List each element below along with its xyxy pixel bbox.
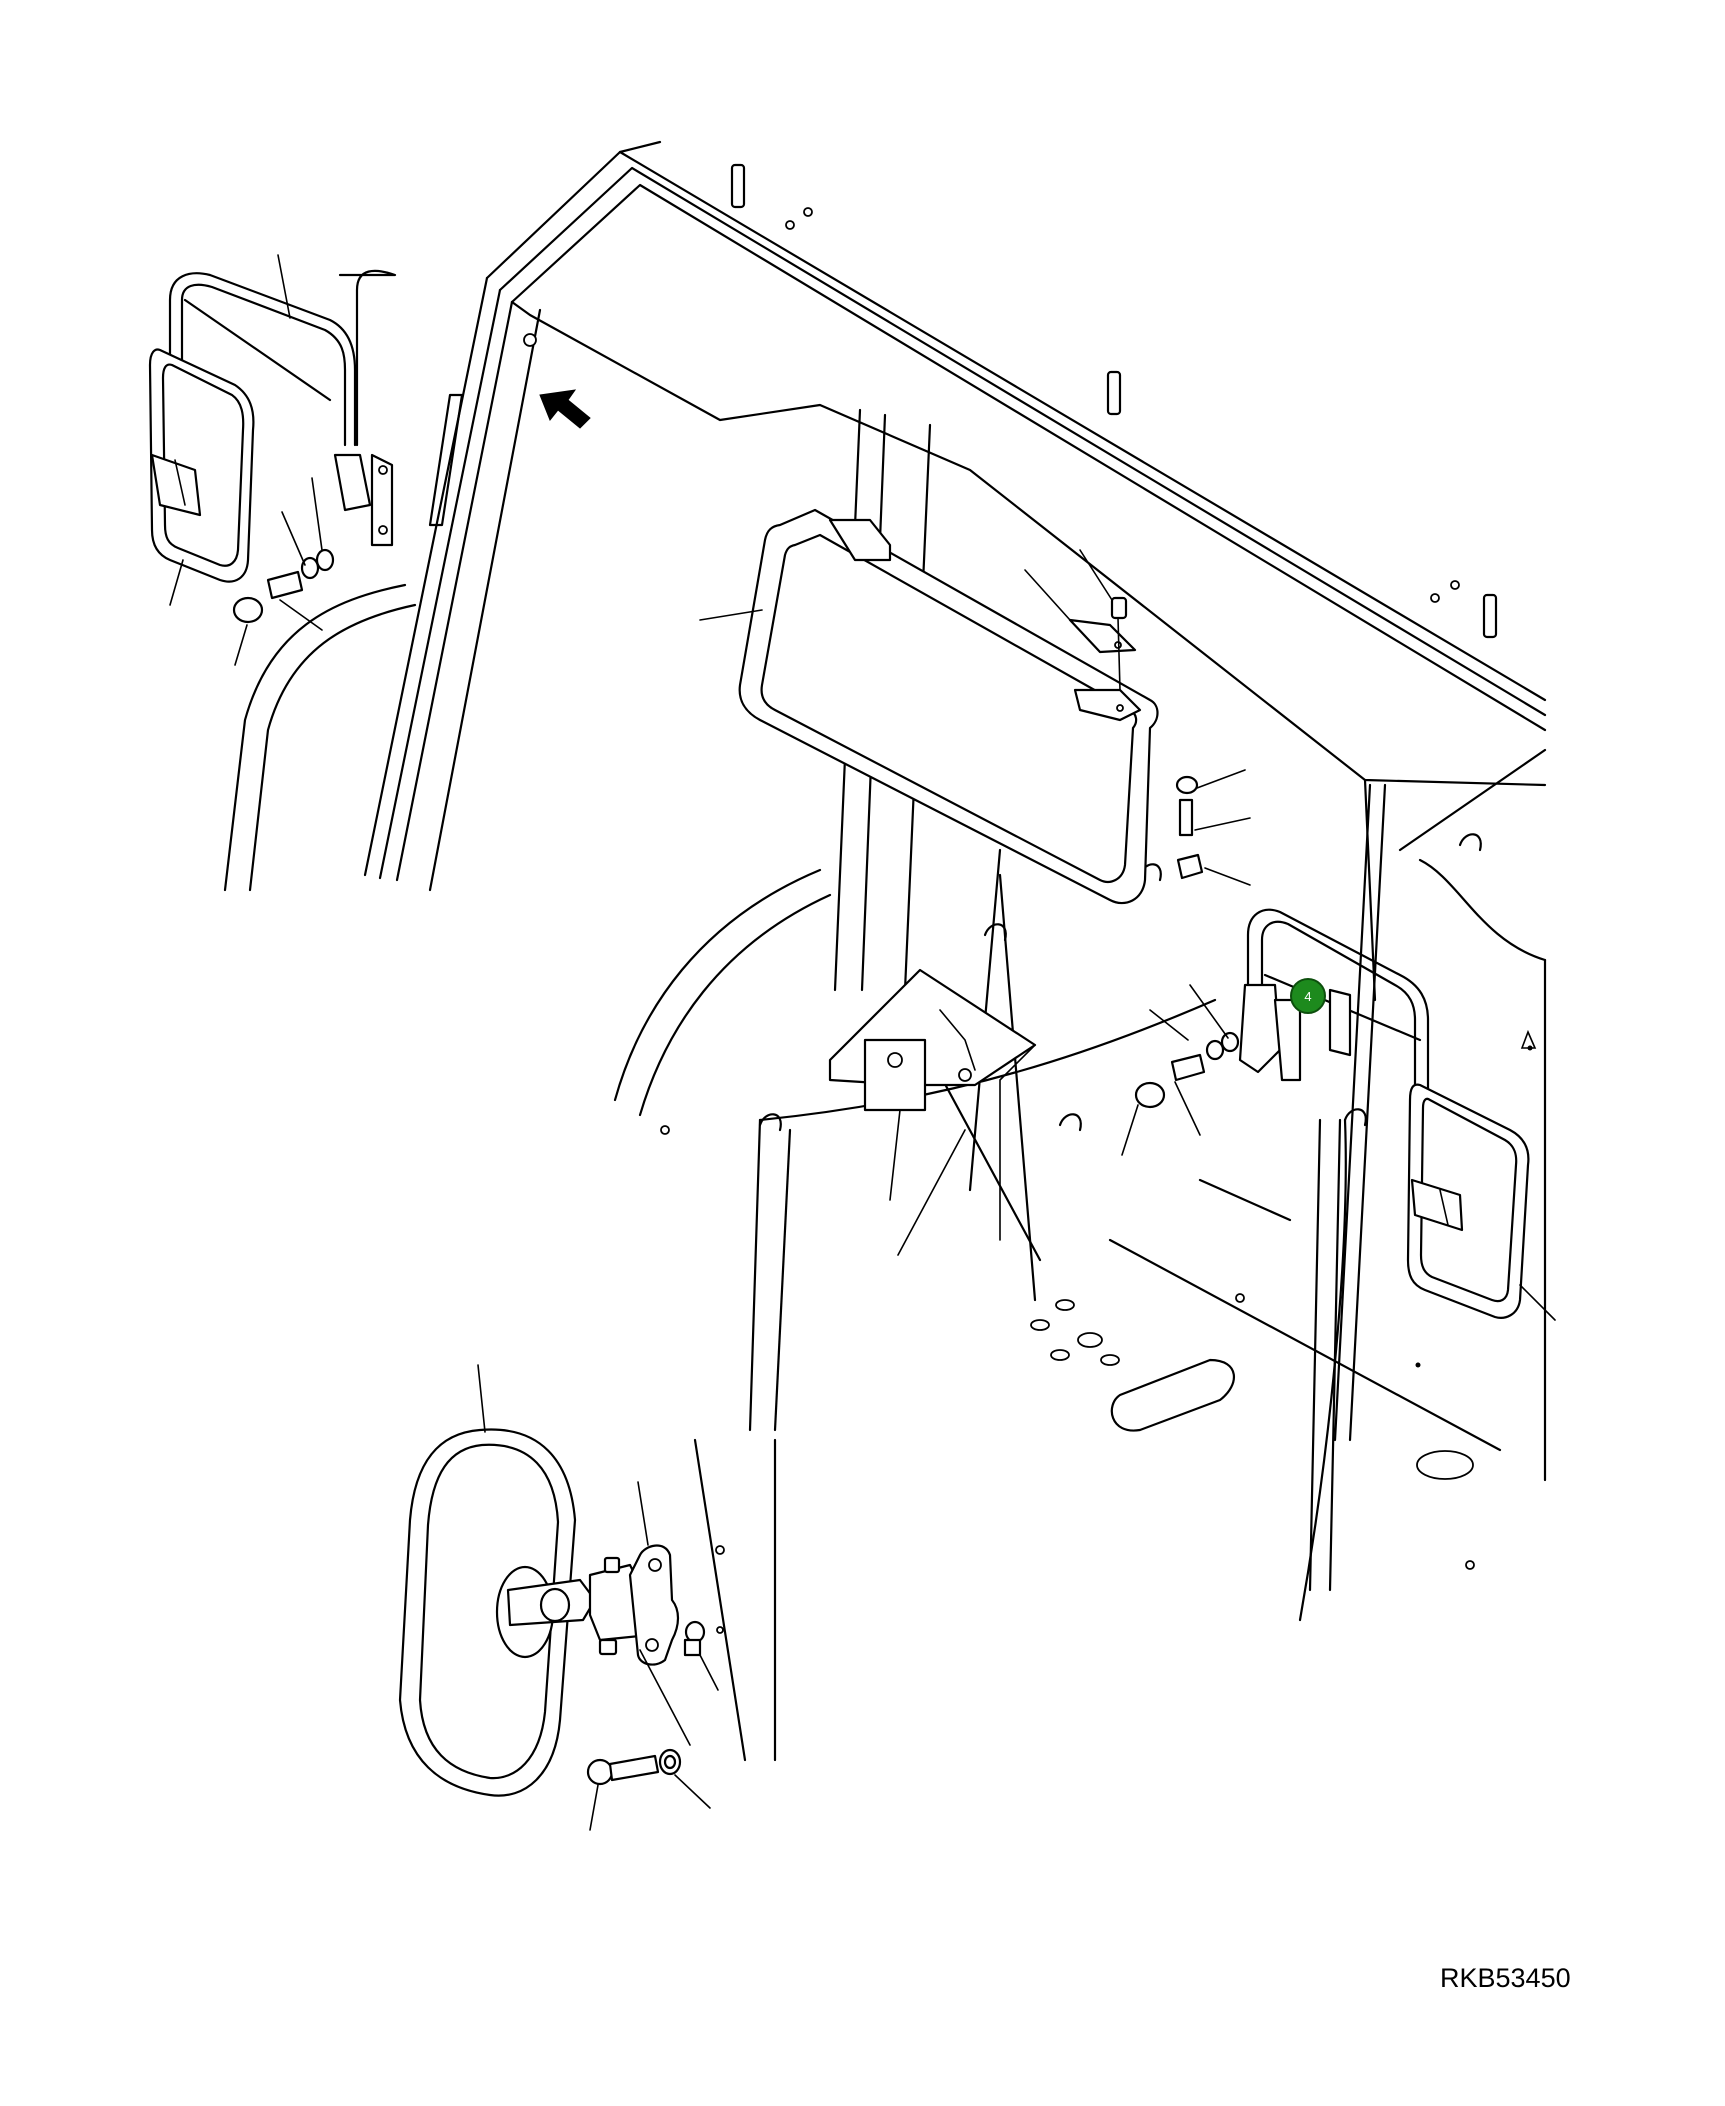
- left-mirror-assembly: [148, 269, 397, 624]
- forward-arrow-icon: [539, 389, 591, 429]
- marker-dots: [1415, 1029, 1537, 1368]
- callout-marker-4[interactable]: 4: [1290, 978, 1326, 1014]
- floor-holes: [660, 1125, 1475, 1570]
- roof-studs: [730, 163, 1498, 639]
- drawing-code: RKB53450: [1440, 1963, 1571, 1993]
- cab-door-frame: [223, 583, 417, 892]
- center-mirror-assembly: [738, 508, 1204, 905]
- cab-lower-wall: [693, 1438, 777, 1762]
- right-mirror-assembly: [1134, 908, 1530, 1319]
- cab-interior-arcs: [613, 868, 1217, 1432]
- cab-roof: [485, 140, 1547, 1002]
- leader-lines: [169, 254, 1556, 1831]
- cab-right-structure: [1108, 748, 1547, 1622]
- lower-mirror-assembly: [398, 1428, 724, 1797]
- cab-pillar-left: [363, 276, 542, 892]
- mirror-bracket-center: [828, 968, 1037, 1241]
